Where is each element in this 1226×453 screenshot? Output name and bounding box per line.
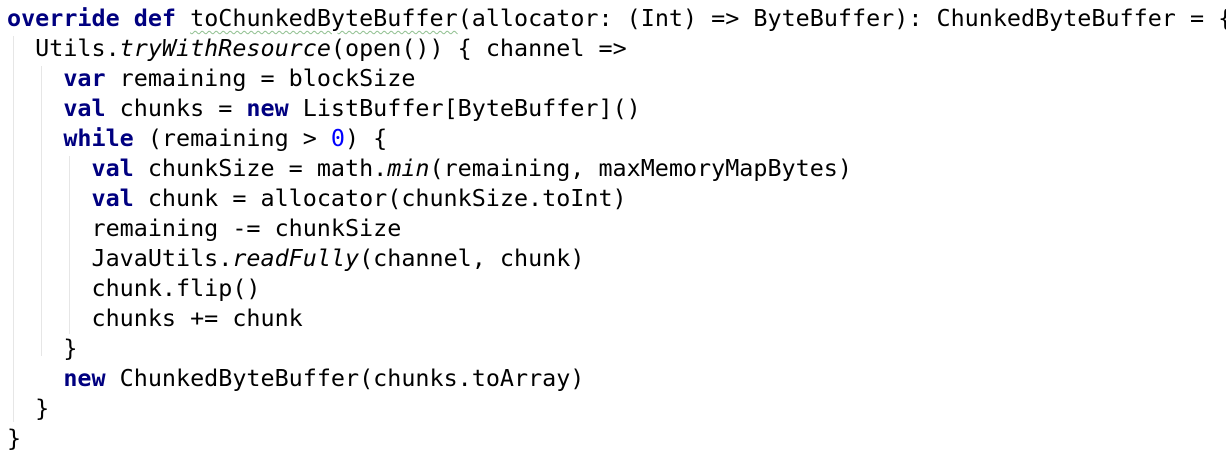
code-token: readFully xyxy=(232,244,360,272)
code-token: JavaUtils. xyxy=(7,244,233,272)
code-token: remaining = blockSize xyxy=(105,64,416,92)
keyword-token: new xyxy=(63,364,106,392)
code-token xyxy=(7,154,92,182)
code-line[interactable]: val chunks = new ListBuffer[ByteBuffer](… xyxy=(7,93,641,123)
number-token: 0 xyxy=(330,124,346,152)
code-token: tryWithResource xyxy=(119,34,331,62)
code-token: chunks = xyxy=(105,94,247,122)
code-line[interactable]: val chunk = allocator(chunkSize.toInt) xyxy=(7,183,627,213)
code-line[interactable]: chunk.flip() xyxy=(7,273,260,303)
code-token: } xyxy=(7,394,50,422)
code-token: } xyxy=(7,424,22,452)
code-token: Utils. xyxy=(7,34,120,62)
code-token: remaining -= chunkSize xyxy=(7,214,402,242)
indent-guide xyxy=(13,36,14,422)
code-line[interactable]: var remaining = blockSize xyxy=(7,63,415,93)
code-token xyxy=(7,64,63,92)
code-line[interactable]: Utils.tryWithResource(open()) { channel … xyxy=(7,33,627,63)
keyword-token: override xyxy=(7,4,120,32)
code-line[interactable]: override def toChunkedByteBuffer(allocat… xyxy=(7,3,1226,33)
code-token: ) { xyxy=(345,124,388,152)
code-token: } xyxy=(7,334,78,362)
code-line[interactable]: while (remaining > 0) { xyxy=(7,123,387,153)
code-token: ListBuffer[ByteBuffer]() xyxy=(288,94,641,122)
code-token: (remaining, maxMemoryMapBytes) xyxy=(429,154,852,182)
code-token: (allocator: (Int) => ByteBuffer): Chunke… xyxy=(457,4,1226,32)
code-line[interactable]: } xyxy=(7,423,21,453)
code-line[interactable]: } xyxy=(7,393,49,423)
code-token: ChunkedByteBuffer(chunks.toArray) xyxy=(105,364,585,392)
code-token: chunk.flip() xyxy=(7,274,261,302)
code-line[interactable]: new ChunkedByteBuffer(chunks.toArray) xyxy=(7,363,584,393)
keyword-token: val xyxy=(91,184,134,212)
code-token: chunks += chunk xyxy=(7,304,303,332)
code-token: toChunkedByteBuffer xyxy=(190,4,458,32)
code-token xyxy=(176,4,190,32)
keyword-token: var xyxy=(63,64,106,92)
indent-guide xyxy=(41,66,42,356)
keyword-token: val xyxy=(63,94,106,122)
code-token xyxy=(120,4,134,32)
code-token: (remaining > xyxy=(133,124,331,152)
code-line[interactable]: val chunkSize = math.min(remaining, maxM… xyxy=(7,153,852,183)
code-token xyxy=(7,184,92,212)
keyword-token: def xyxy=(133,4,177,32)
code-line[interactable]: } xyxy=(7,333,77,363)
code-token: chunk = allocator(chunkSize.toInt) xyxy=(133,184,627,212)
code-token: chunkSize = math. xyxy=(133,154,388,182)
code-token: (open()) { channel => xyxy=(330,34,627,62)
code-token: min xyxy=(387,154,430,182)
keyword-token: while xyxy=(63,124,134,152)
code-line[interactable]: JavaUtils.readFully(channel, chunk) xyxy=(7,243,584,273)
code-token xyxy=(7,124,63,152)
keyword-token: val xyxy=(91,154,134,182)
keyword-token: new xyxy=(246,94,289,122)
code-token xyxy=(7,364,63,392)
code-token: (channel, chunk) xyxy=(359,244,585,272)
code-line[interactable]: chunks += chunk xyxy=(7,303,303,333)
indent-guide xyxy=(69,156,70,334)
code-token xyxy=(7,94,63,122)
code-line[interactable]: remaining -= chunkSize xyxy=(7,213,401,243)
